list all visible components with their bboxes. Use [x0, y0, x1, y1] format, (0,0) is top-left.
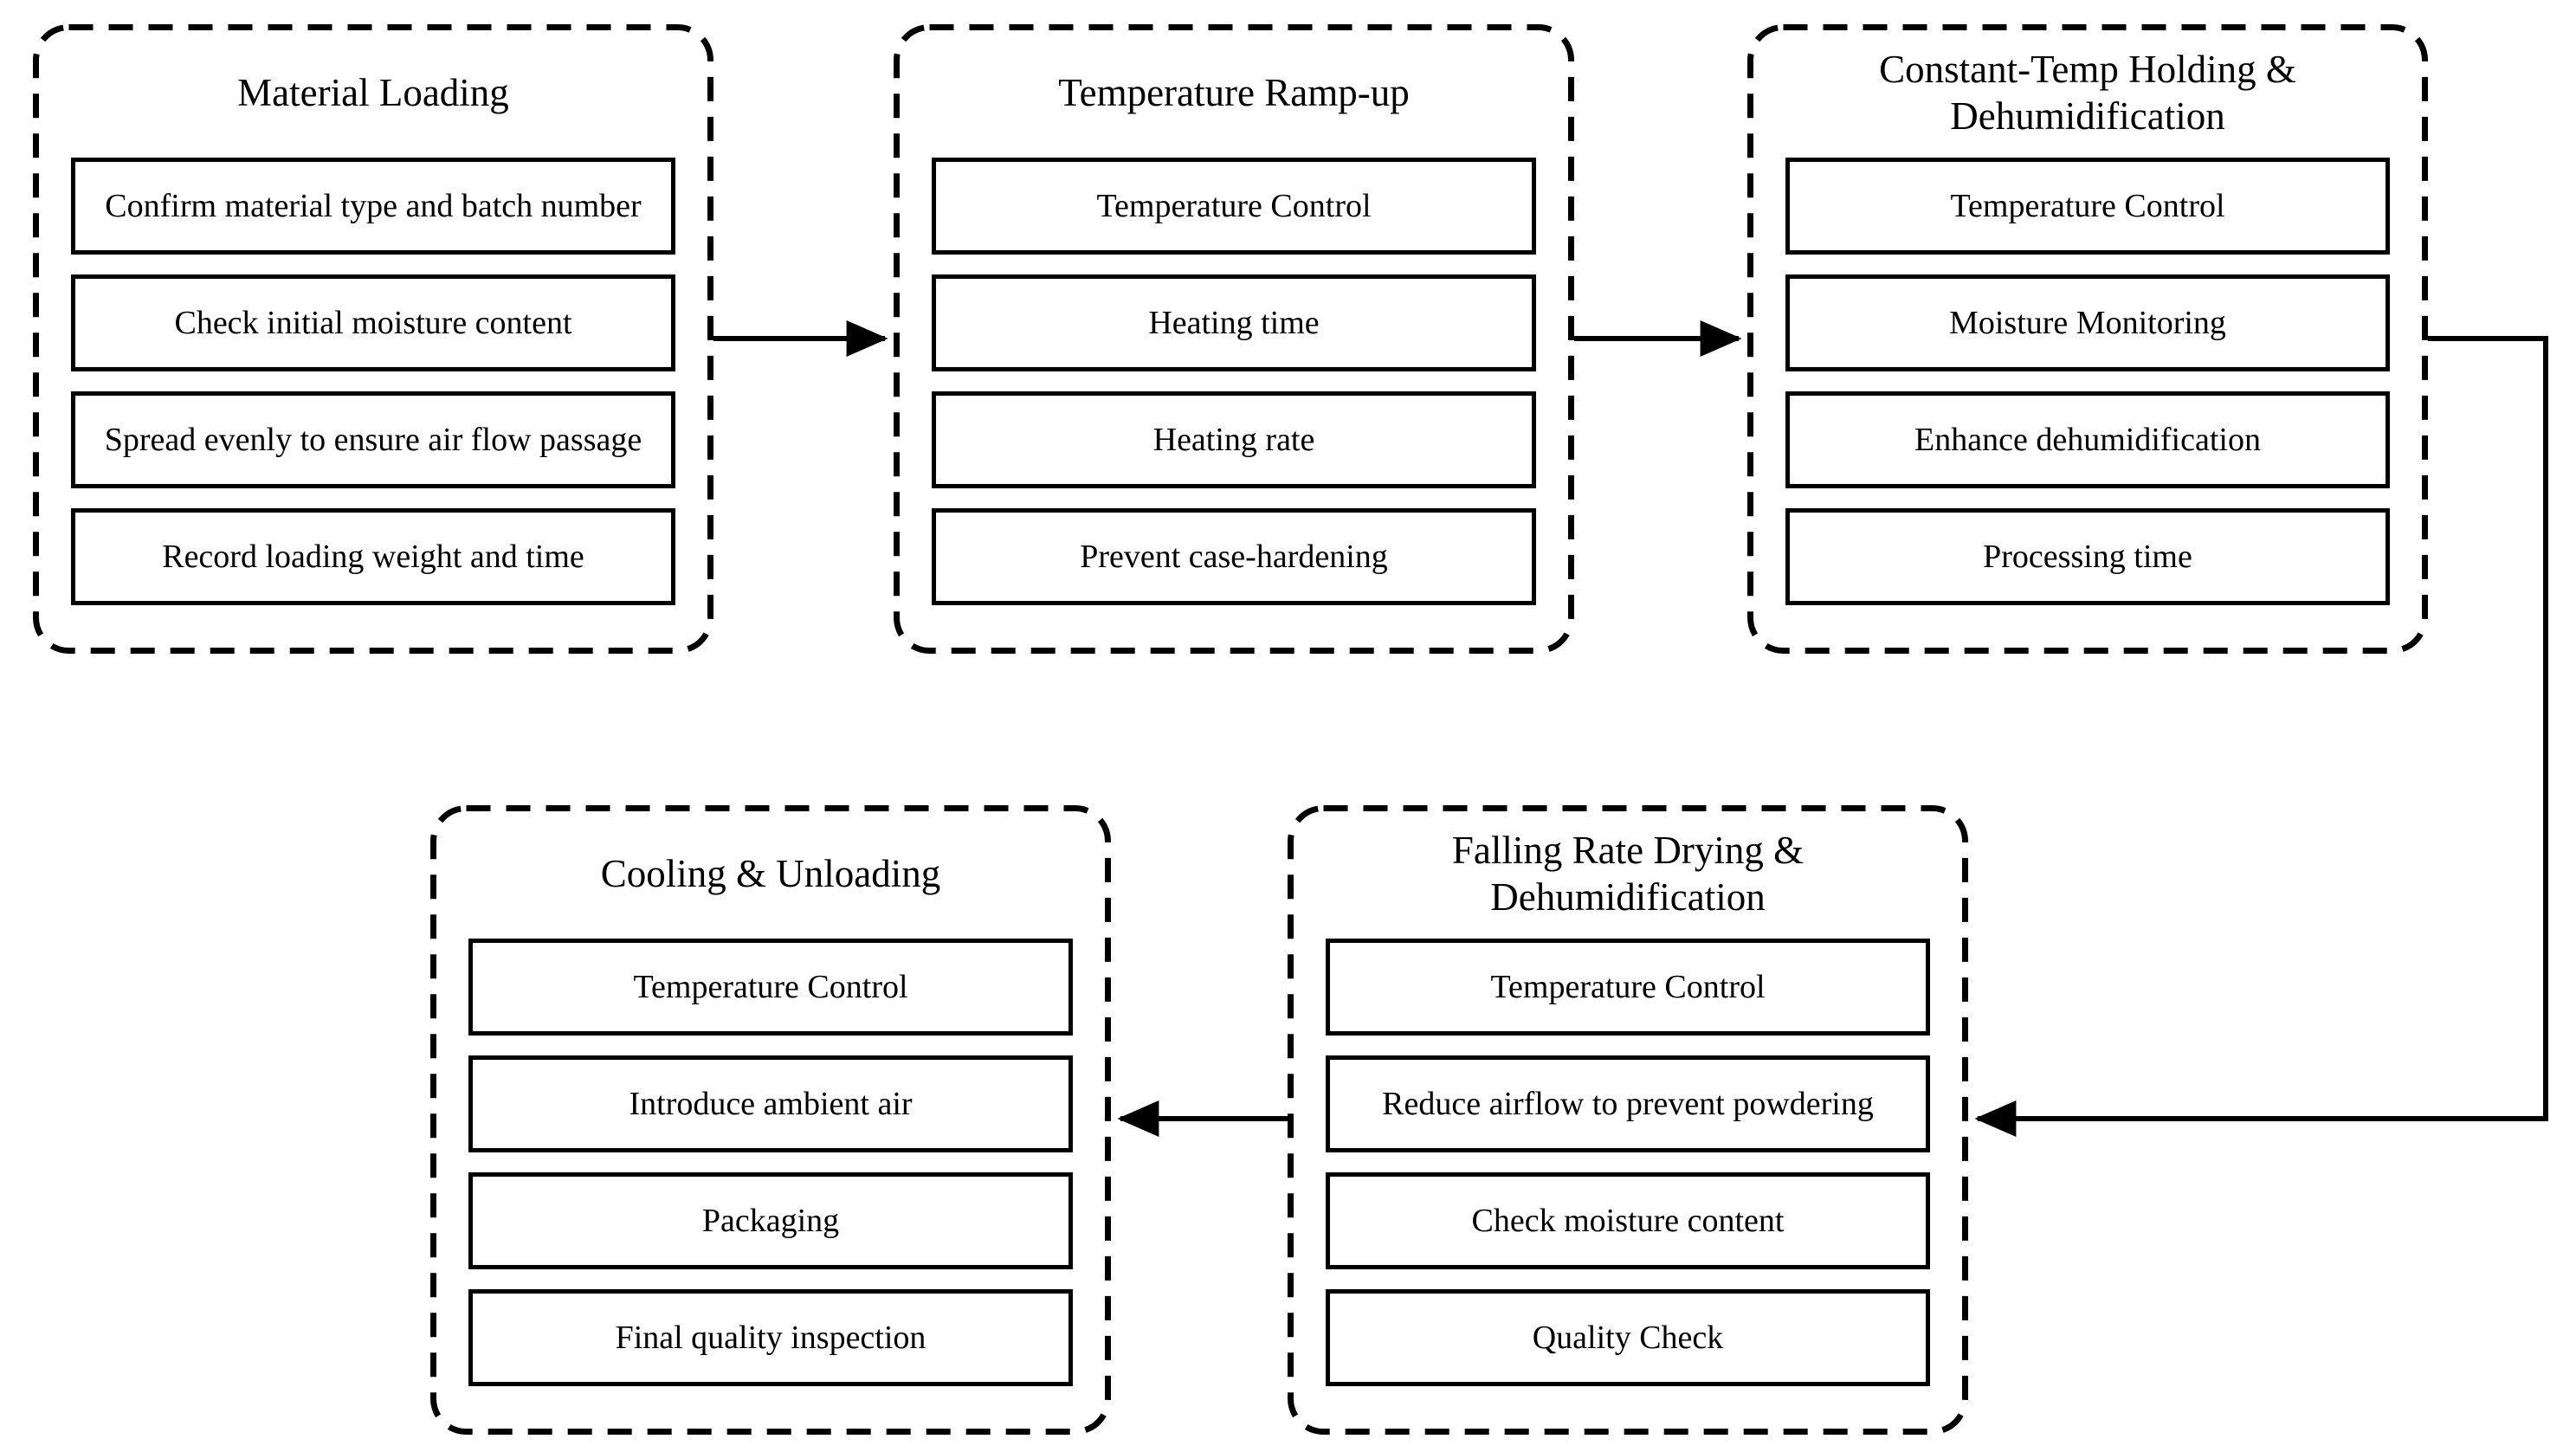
- phase-title-line: Temperature Ramp-up: [1058, 71, 1410, 114]
- process-step-box: Heating time: [932, 274, 1536, 371]
- phase-group-temperature-ramp-up: Temperature Ramp-up Temperature Control …: [894, 24, 1574, 654]
- phase-title: Material Loading: [33, 38, 713, 147]
- process-step-box: Heating rate: [932, 391, 1536, 488]
- process-step-box: Temperature Control: [1326, 939, 1930, 1036]
- process-step-box: Spread evenly to ensure air flow passage: [71, 391, 675, 488]
- process-step-box: Record loading weight and time: [71, 508, 675, 605]
- phase-title: Constant-Temp Holding & Dehumidification: [1747, 38, 2428, 147]
- phase-group-constant-temp-holding: Constant-Temp Holding & Dehumidification…: [1747, 24, 2428, 654]
- temperature-ramp-up-dashed-border: [894, 24, 1574, 654]
- phase-title-line: Cooling & Unloading: [600, 852, 941, 895]
- constant-temp-holding-dashed-border: [1747, 24, 2428, 654]
- process-step-box: Quality Check: [1326, 1289, 1930, 1386]
- process-step-box: Temperature Control: [1785, 158, 2390, 255]
- process-step-box: Packaging: [468, 1172, 1073, 1269]
- phase-group-cooling-unloading: Cooling & Unloading Temperature Control …: [430, 805, 1111, 1435]
- phase-title-line: Constant-Temp Holding &: [1879, 48, 2296, 91]
- process-step-box: Moisture Monitoring: [1785, 274, 2390, 371]
- process-step-box: Check moisture content: [1326, 1172, 1930, 1269]
- process-step-box: Enhance dehumidification: [1785, 391, 2390, 488]
- process-step-box: Reduce airflow to prevent powdering: [1326, 1055, 1930, 1152]
- phase-title-line: Dehumidification: [1950, 94, 2225, 138]
- phase-group-falling-rate-drying: Falling Rate Drying & Dehumidification T…: [1288, 805, 1968, 1435]
- process-step-box: Introduce ambient air: [468, 1055, 1073, 1152]
- falling-rate-drying-dashed-border: [1288, 805, 1968, 1435]
- phase-group-material-loading: Material Loading Confirm material type a…: [33, 24, 713, 654]
- phase-title-line: Material Loading: [237, 71, 509, 114]
- phase-title-line: Falling Rate Drying &: [1451, 829, 1804, 872]
- process-step-box: Processing time: [1785, 508, 2390, 605]
- phase-title-line: Dehumidification: [1490, 875, 1766, 919]
- process-step-box: Prevent case-hardening: [932, 508, 1536, 605]
- arrow-constant-to-falling: [1974, 336, 2548, 1137]
- process-step-box: Confirm material type and batch number: [71, 158, 675, 255]
- phase-title: Temperature Ramp-up: [894, 38, 1574, 147]
- phase-title: Cooling & Unloading: [430, 819, 1111, 928]
- material-loading-dashed-border: [33, 24, 713, 654]
- process-step-box: Final quality inspection: [468, 1289, 1073, 1386]
- process-step-box: Temperature Control: [932, 158, 1536, 255]
- process-step-box: Check initial moisture content: [71, 274, 675, 371]
- process-step-box: Temperature Control: [468, 939, 1073, 1036]
- cooling-unloading-dashed-border: [430, 805, 1111, 1435]
- phase-title: Falling Rate Drying & Dehumidification: [1288, 819, 1968, 928]
